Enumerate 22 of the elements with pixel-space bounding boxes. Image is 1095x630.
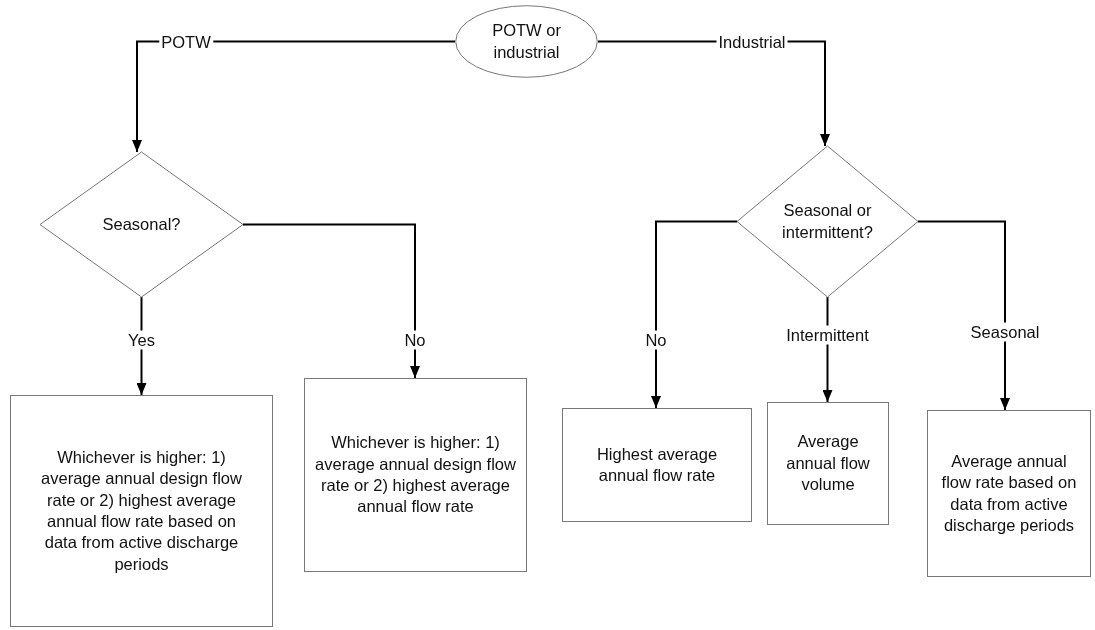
- edge-label: No: [643, 330, 669, 350]
- process-box: [927, 410, 1091, 577]
- edge-label: No: [402, 330, 428, 350]
- edge-label: Intermittent: [784, 325, 871, 345]
- node-text: Average annual flow volume: [785, 431, 871, 496]
- node-text: Seasonal or intermittent?: [781, 200, 874, 243]
- node-text: Highest average annual flow rate: [595, 443, 719, 486]
- arrow: [651, 220, 738, 409]
- node-text: POTW or industrial: [491, 20, 562, 63]
- arrow: [242, 223, 420, 379]
- node-text: Whichever is higher: 1) average annual design flow rate or 2) highest average annual flow rate based on data from active discharge periods: [40, 446, 243, 575]
- node-text: Average annual flow rate based on data from active discharge periods: [940, 450, 1078, 536]
- arrow: [132, 40, 456, 153]
- arrow: [917, 220, 1010, 411]
- process-box: [767, 402, 889, 525]
- edge-label: Yes: [126, 330, 157, 350]
- process-box: [304, 378, 527, 572]
- node-text: Seasonal?: [102, 213, 181, 235]
- process-box: [562, 408, 752, 522]
- process-box: [10, 395, 273, 627]
- edge-label: Seasonal: [968, 322, 1042, 342]
- node-text: Whichever is higher: 1) average annual design flow rate or 2) highest average annual flow rate: [315, 432, 516, 518]
